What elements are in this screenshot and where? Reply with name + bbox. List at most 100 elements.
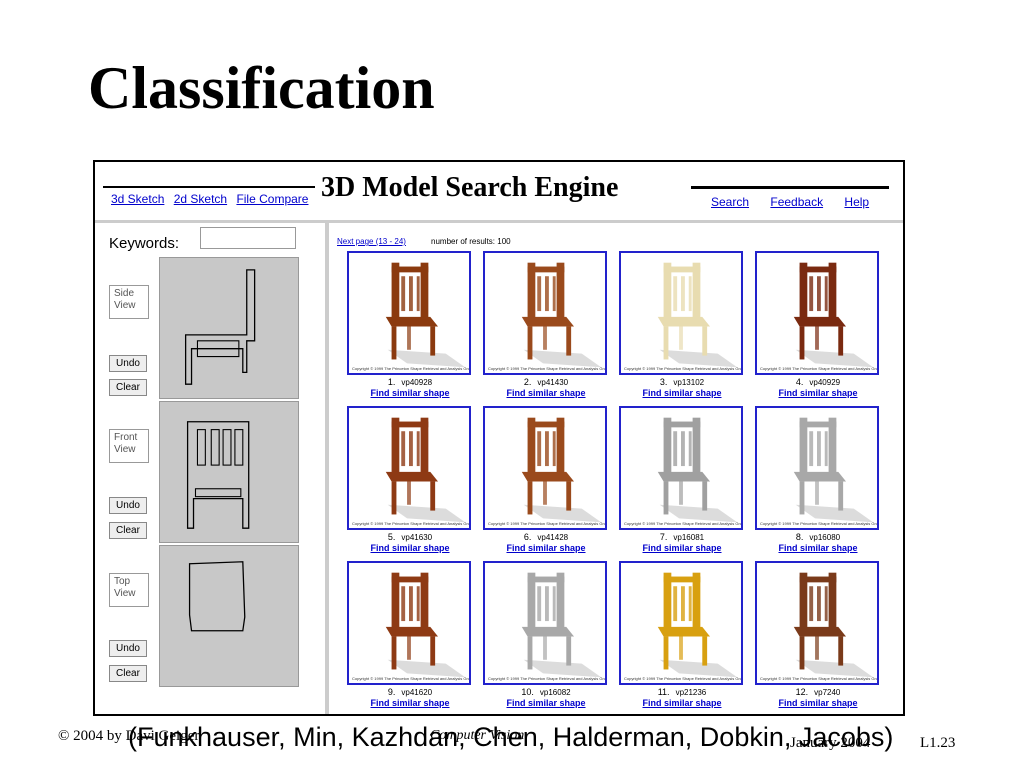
- result-thumbnail[interactable]: Copyright © 1999 The Princeton Shape Ret…: [619, 406, 743, 530]
- thumbnail-copyright: Copyright © 1999 The Princeton Shape Ret…: [760, 521, 879, 526]
- citation: (Funkhauser, Min, Kazhdan, Chen, Halderm…: [128, 722, 894, 752]
- footer-copyright: © 2004 by Davi Geiger: [58, 728, 200, 744]
- find-similar-link[interactable]: Find similar shape: [506, 543, 586, 553]
- thumbnail-copyright: Copyright © 1999 The Princeton Shape Ret…: [488, 521, 607, 526]
- front-view-label-line1: Front: [114, 432, 138, 443]
- find-similar-link[interactable]: Find similar shape: [642, 388, 722, 398]
- find-similar-link[interactable]: Find similar shape: [506, 698, 586, 708]
- result-thumbnail[interactable]: Copyright © 1999 The Princeton Shape Ret…: [483, 406, 607, 530]
- front-view-label-line2: View: [114, 444, 136, 455]
- front-undo-button[interactable]: Undo: [109, 497, 147, 514]
- front-clear-button[interactable]: Clear: [109, 522, 147, 539]
- result-meta: 4.vp40929: [751, 377, 885, 387]
- header-rule-right: [691, 186, 889, 189]
- top-clear-button[interactable]: Clear: [109, 665, 147, 682]
- find-similar-link[interactable]: Find similar shape: [506, 388, 586, 398]
- result-item: Copyright © 1999 The Princeton Shape Ret…: [343, 406, 473, 556]
- chair-model-image: [657, 572, 738, 678]
- engine-header: 3D Model Search Engine 3d Sketch 2d Sket…: [95, 162, 903, 222]
- result-meta: 8.vp16080: [751, 532, 885, 542]
- result-id: vp41428: [537, 533, 569, 542]
- result-id: vp7240: [814, 688, 841, 697]
- result-item: Copyright © 1999 The Princeton Shape Ret…: [615, 251, 745, 401]
- result-id: vp16080: [809, 533, 841, 542]
- result-meta: 1.vp40928: [343, 377, 477, 387]
- thumbnail-copyright: Copyright © 1999 The Princeton Shape Ret…: [352, 521, 471, 526]
- nav-help[interactable]: Help: [844, 195, 870, 209]
- chair-model-image: [385, 572, 466, 678]
- result-thumbnail[interactable]: Copyright © 1999 The Princeton Shape Ret…: [347, 251, 471, 375]
- chair-model-image: [521, 417, 602, 523]
- find-similar-link[interactable]: Find similar shape: [370, 543, 450, 553]
- chair-model-image: [657, 417, 738, 523]
- result-id: vp16081: [673, 533, 705, 542]
- result-thumbnail[interactable]: Copyright © 1999 The Princeton Shape Ret…: [755, 561, 879, 685]
- side-undo-button[interactable]: Undo: [109, 355, 147, 372]
- nav-file-compare[interactable]: File Compare: [236, 192, 309, 206]
- thumbnail-copyright: Copyright © 1999 The Princeton Shape Ret…: [760, 366, 879, 371]
- top-view-label-line2: View: [114, 588, 136, 599]
- result-meta: 7. vp16081: [615, 532, 749, 542]
- frame-divider-horizontal: [95, 220, 903, 223]
- result-meta: 2.vp41430: [479, 377, 613, 387]
- result-number: 6.: [523, 532, 532, 542]
- side-clear-button[interactable]: Clear: [109, 379, 147, 396]
- keywords-input[interactable]: [200, 227, 296, 249]
- result-thumbnail[interactable]: Copyright © 1999 The Princeton Shape Ret…: [619, 251, 743, 375]
- chair-model-image: [521, 572, 602, 678]
- result-item: Copyright © 1999 The Princeton Shape Ret…: [751, 561, 881, 711]
- result-item: Copyright © 1999 The Princeton Shape Ret…: [615, 406, 745, 556]
- result-thumbnail[interactable]: Copyright © 1999 The Princeton Shape Ret…: [755, 251, 879, 375]
- top-undo-button[interactable]: Undo: [109, 640, 147, 657]
- top-view-label: Top View: [109, 573, 149, 607]
- result-meta: 10.vp16082: [479, 687, 613, 697]
- top-view-canvas[interactable]: [159, 545, 299, 687]
- front-view-block: Front View Undo Clear: [95, 401, 325, 543]
- result-number: 11.: [657, 687, 670, 697]
- side-view-label-line2: View: [114, 300, 136, 311]
- next-page-link[interactable]: Next page (13 - 24): [337, 237, 406, 246]
- result-meta: 5.vp41630: [343, 532, 477, 542]
- next-page-area: Next page (13 - 24): [337, 237, 406, 246]
- result-id: vp13102: [673, 378, 705, 387]
- result-thumbnail[interactable]: Copyright © 1999 The Princeton Shape Ret…: [347, 561, 471, 685]
- chair-model-image: [793, 572, 874, 678]
- result-thumbnail[interactable]: Copyright © 1999 The Princeton Shape Ret…: [483, 251, 607, 375]
- result-thumbnail[interactable]: Copyright © 1999 The Princeton Shape Ret…: [347, 406, 471, 530]
- sketch-panel: Keywords: Side View Undo Clear Front Vie…: [95, 223, 325, 714]
- result-thumbnail[interactable]: Copyright © 1999 The Princeton Shape Ret…: [755, 406, 879, 530]
- nav-feedback[interactable]: Feedback: [770, 195, 824, 209]
- find-similar-link[interactable]: Find similar shape: [778, 543, 858, 553]
- result-item: Copyright © 1999 The Princeton Shape Ret…: [479, 406, 609, 556]
- result-meta: 11.vp21236: [615, 687, 749, 697]
- header-rule-left: [103, 186, 315, 188]
- find-similar-link[interactable]: Find similar shape: [642, 543, 722, 553]
- result-meta: 3. vp13102: [615, 377, 749, 387]
- thumbnail-copyright: Copyright © 1999 The Princeton Shape Ret…: [624, 521, 743, 526]
- nav-left: 3d Sketch 2d Sketch File Compare: [111, 192, 314, 206]
- result-id: vp41430: [537, 378, 569, 387]
- frame-divider-vertical[interactable]: [325, 223, 329, 714]
- search-engine-screenshot: 3D Model Search Engine 3d Sketch 2d Sket…: [93, 160, 905, 716]
- nav-2d-sketch[interactable]: 2d Sketch: [173, 192, 228, 206]
- front-view-canvas[interactable]: [159, 401, 299, 543]
- result-thumbnail[interactable]: Copyright © 1999 The Princeton Shape Ret…: [619, 561, 743, 685]
- find-similar-link[interactable]: Find similar shape: [642, 698, 722, 708]
- top-view-block: Top View Undo Clear: [95, 545, 325, 687]
- result-thumbnail[interactable]: Copyright © 1999 The Princeton Shape Ret…: [483, 561, 607, 685]
- thumbnail-copyright: Copyright © 1999 The Princeton Shape Ret…: [624, 366, 743, 371]
- top-view-label-line1: Top: [114, 576, 131, 587]
- result-item: Copyright © 1999 The Princeton Shape Ret…: [479, 561, 609, 711]
- find-similar-link[interactable]: Find similar shape: [778, 698, 858, 708]
- side-view-label-line1: Side: [114, 288, 135, 299]
- chair-model-image: [793, 417, 874, 523]
- result-number: 7.: [659, 532, 668, 542]
- side-view-canvas[interactable]: [159, 257, 299, 399]
- result-number: 1.: [387, 377, 396, 387]
- find-similar-link[interactable]: Find similar shape: [370, 698, 450, 708]
- find-similar-link[interactable]: Find similar shape: [370, 388, 450, 398]
- nav-search[interactable]: Search: [711, 195, 750, 209]
- result-number: 3.: [659, 377, 668, 387]
- find-similar-link[interactable]: Find similar shape: [778, 388, 858, 398]
- nav-3d-sketch[interactable]: 3d Sketch: [111, 192, 165, 206]
